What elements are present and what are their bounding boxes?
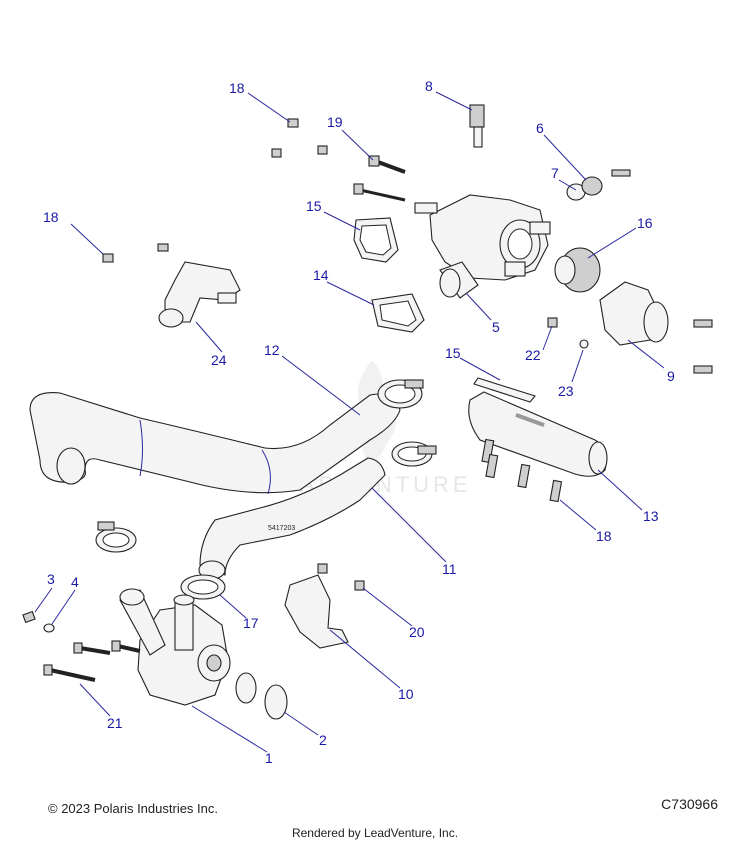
hose-marking: 5417203 (268, 525, 295, 532)
gasket-14 (371, 293, 425, 333)
callout-10: 10 (398, 686, 414, 702)
callout-11: 11 (442, 561, 457, 577)
callout-labels: 18 19 8 6 7 16 15 18 14 5 22 9 24 12 15 … (43, 78, 675, 766)
heat-shield-10 (284, 574, 349, 649)
coolant-pipe-13 (468, 391, 608, 477)
bolts-18-top (102, 118, 299, 263)
plug-6-seal-7 (566, 169, 631, 201)
rendered-by-text: Rendered by LeadVenture, Inc. (291, 826, 459, 840)
callout-24: 24 (211, 352, 227, 368)
callout-17: 17 (243, 615, 259, 631)
callout-20: 20 (409, 624, 425, 640)
bolts-19 (271, 145, 406, 202)
callout-16: 16 (637, 215, 653, 231)
callout-18-left: 18 (43, 209, 59, 225)
callout-21: 21 (107, 715, 123, 731)
callout-6: 6 (536, 120, 544, 136)
callout-9: 9 (667, 368, 675, 384)
o-rings-2 (235, 672, 288, 720)
bolt-3-washer-4 (22, 610, 55, 633)
thermostat-16 (554, 247, 601, 293)
outlet-elbow-9 (599, 281, 713, 374)
callout-19: 19 (327, 114, 343, 130)
callout-5: 5 (492, 319, 500, 335)
thermostat-housing-5 (414, 194, 551, 299)
water-pump-1 (119, 588, 231, 706)
callout-4: 4 (71, 574, 79, 590)
callout-15-lower: 15 (445, 345, 461, 361)
callout-15-upper: 15 (306, 198, 322, 214)
hose-clamp-lower (391, 441, 437, 467)
coolant-hose-11: 5417203 (198, 457, 386, 580)
callout-2: 2 (319, 732, 327, 748)
callout-7: 7 (551, 165, 559, 181)
callout-23: 23 (558, 383, 574, 399)
fitting-24 (157, 243, 241, 328)
coolant-hose-12 (29, 392, 401, 495)
copyright-text: © 2023 Polaris Industries Inc. (48, 801, 218, 816)
bolt-22-washer-23 (547, 317, 589, 349)
callout-12: 12 (264, 342, 280, 358)
callout-8: 8 (425, 78, 433, 94)
bolts-20 (317, 563, 365, 591)
hose-clamp-17 (95, 521, 226, 600)
callout-13: 13 (643, 508, 659, 524)
callout-22: 22 (525, 347, 541, 363)
bolts-21 (43, 640, 141, 682)
callout-14: 14 (313, 267, 329, 283)
callout-3: 3 (47, 571, 55, 587)
leader-lines (34, 91, 665, 753)
callout-18-pipe: 18 (596, 528, 612, 544)
gasket-15-lower (473, 377, 536, 403)
callout-1: 1 (265, 750, 273, 766)
callout-18-top: 18 (229, 80, 245, 96)
bolts-18-pipe (481, 438, 563, 503)
diagram-code: C730966 (661, 796, 718, 812)
hose-clamp-upper (377, 379, 424, 409)
gasket-15-upper (353, 217, 399, 263)
temp-sensor-8 (469, 104, 485, 148)
